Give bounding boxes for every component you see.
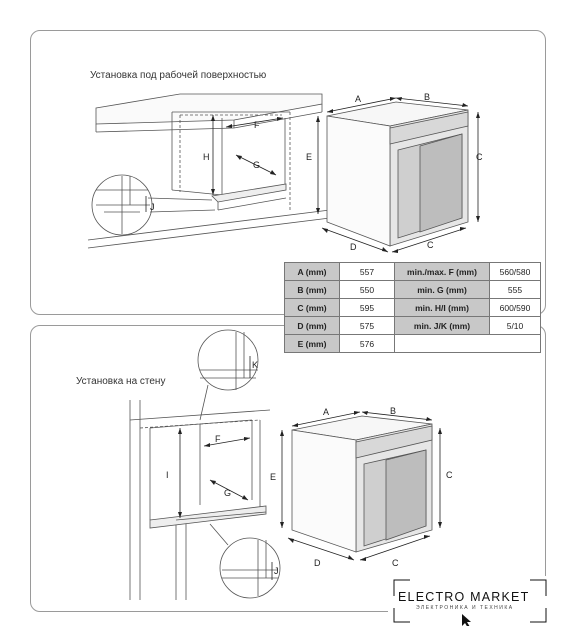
table-value: 576 — [339, 334, 395, 353]
label-A-wall: A — [323, 407, 329, 417]
oven-drawing-top — [316, 97, 480, 253]
bottom-panel — [30, 325, 546, 612]
label-E: E — [306, 152, 312, 162]
section-title-under-worktop: Установка под рабочей поверхностью — [90, 70, 267, 81]
table-row: E (mm) 576 — [284, 334, 541, 353]
table-row: D (mm) 575 min. J/K (mm) 5/10 — [284, 316, 541, 335]
table-value: 5/10 — [489, 316, 541, 335]
table-row: A (mm) 557 min./max. F (mm) 560/580 — [284, 262, 541, 281]
table-row: C (mm) 595 min. H/I (mm) 600/590 — [284, 298, 541, 317]
table-key: E (mm) — [284, 334, 340, 353]
table-value: 557 — [339, 262, 395, 281]
label-J: J — [150, 202, 155, 212]
label-D: D — [350, 242, 357, 252]
label-E-wall: E — [270, 472, 276, 482]
label-F-wall: F — [215, 434, 221, 444]
label-B: B — [424, 92, 430, 102]
wall-cabinet-drawing — [129, 329, 281, 600]
electro-market-logo: ELECTRO MARKET ЭЛЕКТРОНИКА И ТЕХНИКА — [388, 576, 552, 626]
table-empty-cell — [394, 334, 541, 353]
table-value: 575 — [339, 316, 395, 335]
label-B-wall: B — [390, 406, 396, 416]
label-H: H — [203, 152, 210, 162]
table-key: min./max. F (mm) — [394, 262, 490, 281]
label-I: I — [166, 470, 169, 480]
table-key: C (mm) — [284, 298, 340, 317]
label-K: K — [252, 360, 258, 370]
cursor-icon — [462, 614, 471, 626]
table-key: min. G (mm) — [394, 280, 490, 299]
table-key: D (mm) — [284, 316, 340, 335]
table-key: min. J/K (mm) — [394, 316, 490, 335]
table-value: 600/590 — [489, 298, 541, 317]
table-row: B (mm) 550 min. G (mm) 555 — [284, 280, 541, 299]
oven-drawing-bottom — [280, 411, 442, 561]
table-key: B (mm) — [284, 280, 340, 299]
table-value: 560/580 — [489, 262, 541, 281]
logo-frame-icon — [393, 579, 547, 626]
table-key: min. H/I (mm) — [394, 298, 490, 317]
label-J-wall: J — [274, 566, 279, 576]
label-F: F — [254, 120, 260, 130]
label-A: A — [355, 94, 361, 104]
label-C-wall: C — [446, 470, 453, 480]
dimensions-table: A (mm) 557 min./max. F (mm) 560/580 B (m… — [284, 262, 541, 353]
logo-tagline: ЭЛЕКТРОНИКА И ТЕХНИКА — [416, 605, 514, 611]
table-value: 555 — [489, 280, 541, 299]
table-value: 595 — [339, 298, 395, 317]
label-C-wall-bottom: C — [392, 558, 399, 568]
logo-brand-text: ELECTRO MARKET — [398, 590, 530, 604]
label-C: C — [476, 152, 483, 162]
label-C-bottom: C — [427, 240, 434, 250]
worktop-cabinet-drawing — [87, 93, 331, 249]
section-title-wall: Установка на стену — [76, 376, 166, 387]
label-G: G — [253, 160, 260, 170]
table-key: A (mm) — [284, 262, 340, 281]
label-D-wall: D — [314, 558, 321, 568]
table-value: 550 — [339, 280, 395, 299]
label-G-wall: G — [224, 488, 231, 498]
